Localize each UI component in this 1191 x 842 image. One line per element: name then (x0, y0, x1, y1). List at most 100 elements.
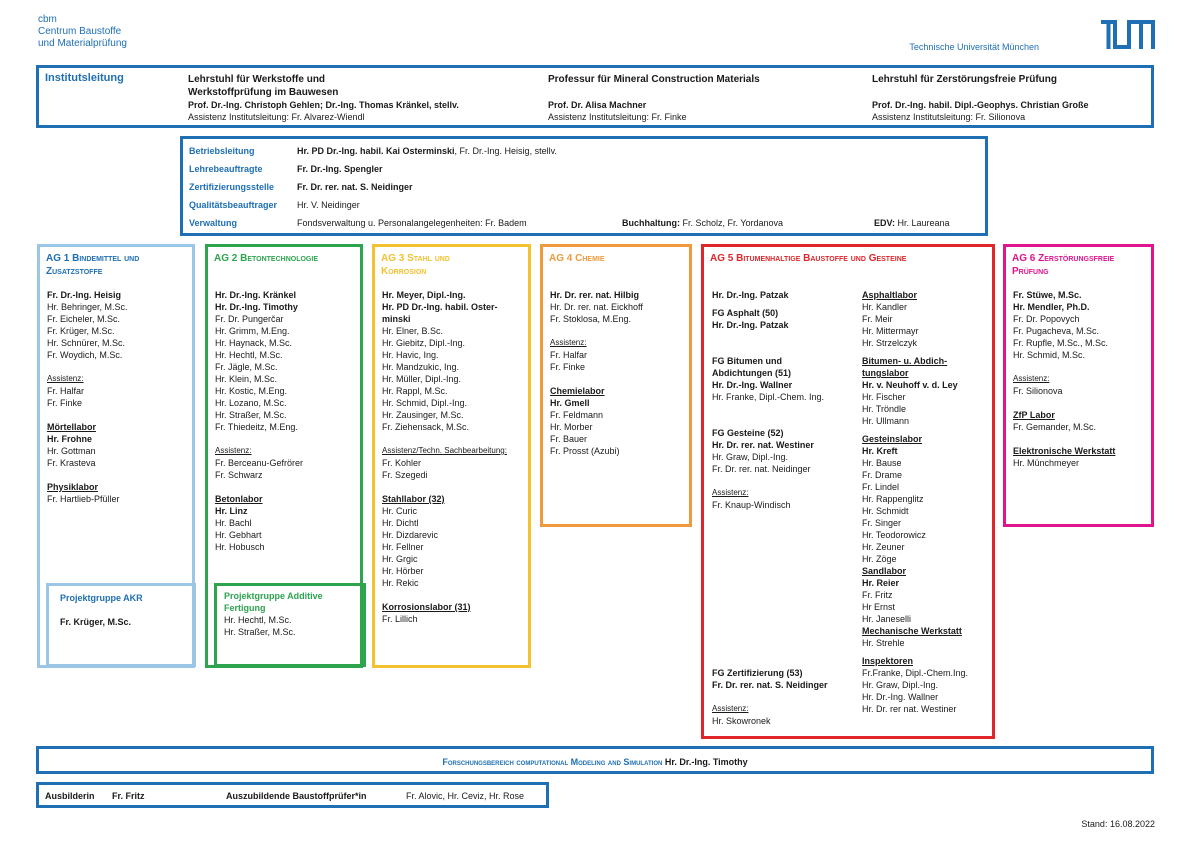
list-item: Hr. Dichtl (382, 518, 419, 528)
list-item: Fr. Schwarz (215, 470, 263, 480)
list-item: Hr. Dr. rer nat. Westiner (862, 704, 957, 714)
cbm-line: cbm (38, 14, 57, 25)
list-item: Fr. Dr.-Ing. Heisig (47, 290, 122, 300)
list-item: Hr. Behringer, M.Sc. (47, 302, 128, 312)
list-item: Assistenz: (550, 338, 587, 347)
section-heading: Chemielabor (550, 386, 605, 396)
list-item: Hr. Bause (862, 458, 902, 468)
list-item: Hr. Elner, B.Sc. (382, 326, 444, 336)
projektgruppe-member: Fr. Krüger, M.Sc. (60, 617, 132, 627)
betrieb-label: Verwaltung (189, 218, 238, 228)
list-item: Hr. Müller, Dipl.-Ing. (382, 374, 462, 384)
section-heading: Sandlabor (862, 566, 907, 576)
list-item: Hr. Fischer (862, 392, 906, 402)
list-item: Hr. Ullmann (862, 416, 910, 426)
list-item: Hr. Dr. rer. nat. Westiner (712, 440, 814, 450)
list-item: FG Asphalt (50) (712, 308, 779, 318)
cbm-line: und Materialprüfung (38, 38, 127, 49)
spacer (1013, 397, 1163, 409)
list-item: Fr. Finke (47, 398, 83, 408)
list-item: Hr. Dr.-Ing. Kränkel (215, 290, 297, 300)
institutsleitung-box: Institutsleitung Lehrstuhl für Werkstoff… (36, 65, 1154, 128)
list-item: Fr. Kohler (382, 458, 422, 468)
buchhaltung: Buchhaltung: Fr. Scholz, Fr. Yordanova (622, 218, 784, 228)
list-item: Hr. Schmid, Dipl.-Ing. (382, 398, 468, 408)
list-item: Hr. Grimm, M.Eng. (215, 326, 290, 336)
section-heading: Betonlabor (215, 494, 263, 504)
list-item: Fr. Krasteva (47, 458, 96, 468)
list-item: Hr. Linz (215, 506, 248, 516)
section-heading: Inspektoren (862, 656, 914, 666)
list-item: Fr. Thiedeitz, M.Eng. (215, 422, 298, 432)
list-item: Fr. Stoklosa, M.Eng. (550, 314, 632, 324)
list-item: Hr. Franke, Dipl.-Chem. Ing. (712, 392, 825, 402)
list-item: Hr. Haynack, M.Sc. (215, 338, 293, 348)
chair-assistant: Assistenz Institutsleitung: Fr. Alvarez-… (188, 112, 365, 122)
section-heading: tungslabor (862, 368, 909, 378)
chair-head: Prof. Dr. Alisa Machner (548, 100, 647, 110)
ag5-zertifizierung-list: FG Zertifizierung (53)Fr. Dr. rer. nat. … (712, 667, 857, 727)
betrieb-label: Zertifizierungsstelle (189, 182, 275, 192)
list-item: Fr. Feldmann (550, 410, 604, 420)
list-item: Hr. Zausinger, M.Sc. (382, 410, 464, 420)
chair-title: Lehrstuhl für Zerstörungsfreie Prüfung (872, 74, 1058, 85)
forschungsbereich-text: Forschungsbereich computational Modeling… (442, 757, 748, 767)
list-item: Assistenz: (215, 446, 252, 455)
betrieb-value: Hr. V. Neidinger (297, 200, 360, 210)
list-item: Hr. Mittermayr (862, 326, 919, 336)
spacer (550, 325, 700, 337)
ag4-title: AG 4 Chemie (549, 253, 605, 264)
list-item: FG Gesteine (52) (712, 428, 784, 438)
spacer (47, 469, 197, 481)
list-item: Fr. Krüger, M.Sc. (47, 326, 115, 336)
list-item: Hr. Zeuner (862, 542, 905, 552)
list-item: Hr. Schnürer, M.Sc. (47, 338, 126, 348)
list-item: Fr. Pugacheva, M.Sc. (1013, 326, 1100, 336)
section-heading: Gesteinslabor (862, 434, 923, 444)
tum-logo-icon (1101, 20, 1155, 49)
spacer (215, 481, 365, 493)
list-item: Hr. Morber (550, 422, 593, 432)
betrieb-label: Betriebsleitung (189, 146, 255, 156)
list-item: Fr.Franke, Dipl.-Chem.Ing. (862, 668, 969, 678)
list-item: Hr. Zöge (862, 554, 897, 564)
list-item: Fr. Ziehensack, M.Sc. (382, 422, 470, 432)
stand-date: Stand: 16.08.2022 (1081, 819, 1155, 829)
chair-assistant: Assistenz Institutsleitung: Fr. Silionov… (872, 112, 1026, 122)
list-item: Hr. Lozano, M.Sc. (215, 398, 287, 408)
list-item: Assistenz: (1013, 374, 1050, 383)
azubi-label: Auszubildende Baustoffprüfer*in (226, 791, 367, 801)
list-item: Hr. Grgic (382, 554, 418, 564)
ag6-list: Fr. Stüwe, M.Sc.Hr. Mendler, Ph.D.Fr. Dr… (1013, 289, 1163, 469)
section-heading: Mechanische Werkstatt (862, 626, 962, 636)
projektgruppe-title: Projektgruppe AKR (60, 593, 143, 603)
list-item: Hr. Giebitz, Dipl.-Ing. (382, 338, 466, 348)
list-item: Hr Ernst (862, 602, 896, 612)
list-item: Fr. Knaup-Windisch (712, 500, 791, 510)
list-item: Fr. Stüwe, M.Sc. (1013, 290, 1082, 300)
list-item: Hr. PD Dr.-Ing. habil. Oster- (382, 302, 498, 312)
spacer (382, 433, 532, 445)
list-item: Hr. Straßer, M.Sc. (215, 410, 287, 420)
chair-assistant: Assistenz Institutsleitung: Fr. Finke (548, 112, 687, 122)
list-item: Fr. Silionova (1013, 386, 1063, 396)
list-item: Hr. Kreft (862, 446, 898, 456)
list-item: Fr. Woydich, M.Sc. (47, 350, 123, 360)
list-item: Hr. Fellner (382, 542, 424, 552)
spacer (47, 361, 197, 373)
list-item: Hr. Gottman (47, 446, 96, 456)
list-item: Fr. Rupfle, M.Sc., M.Sc. (1013, 338, 1109, 348)
list-item: Hr. Dr.-Ing. Wallner (862, 692, 939, 702)
list-item: Fr. Halfar (550, 350, 588, 360)
list-item: Hr. Tröndle (862, 404, 907, 414)
spacer (550, 373, 700, 385)
